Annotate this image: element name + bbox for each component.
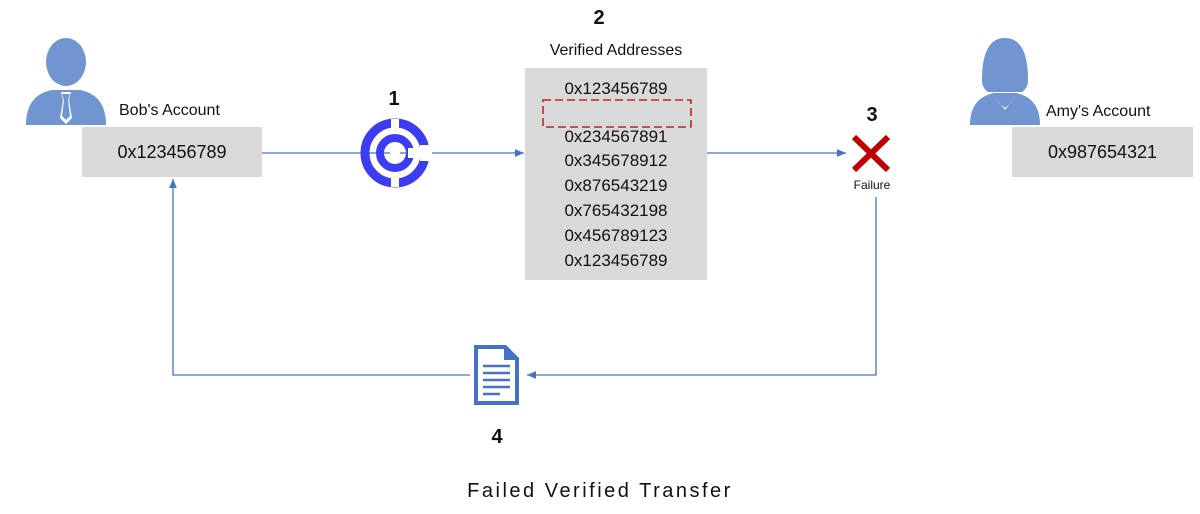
amy-account-label: Amy's Account [1046,103,1151,120]
arrow-failure-to-doc [527,197,877,379]
step-3: 3 [866,104,878,126]
coin-logo-icon [360,118,432,188]
diagram-caption: Failed Verified Transfer [467,480,733,502]
failure-label: Failure [853,178,891,192]
step-4: 4 [491,426,503,448]
step-2: 2 [593,7,605,29]
bob-account-label: Bob's Account [119,102,220,119]
businesswoman-icon [970,38,1040,125]
verified-address: 0x234567891 [564,127,668,146]
verified-address: 0x456789123 [564,226,668,245]
verified-address: 0x123456789 [564,79,668,98]
verified-address: 0x123456789 [564,251,668,270]
document-icon [474,345,519,405]
verified-address: 0x876543219 [564,176,668,195]
verified-addresses-list: 0x123456789 0x234567891 0x345678912 0x87… [525,68,707,280]
arrow-doc-to-bob [169,179,470,376]
businessman-icon [26,38,106,125]
bob-address-box: 0x123456789 [82,127,262,177]
verified-address: 0x765432198 [564,201,668,220]
verified-address: 0x345678912 [564,151,668,170]
amy-address-box: 0x987654321 [1012,127,1193,177]
step-1: 1 [388,88,400,110]
failure-cross-icon [851,134,891,173]
verified-addresses-title: Verified Addresses [549,42,683,59]
